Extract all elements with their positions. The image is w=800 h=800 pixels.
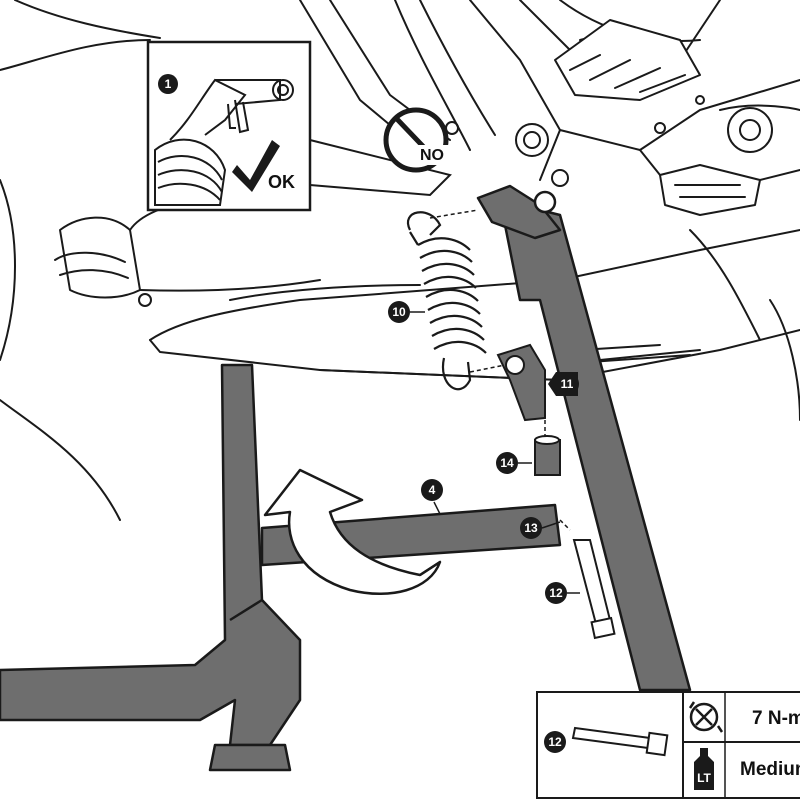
stand-right-leg [498,198,692,692]
callout-14: 14 [496,452,532,474]
svg-text:14: 14 [500,456,514,470]
threadlock-value: Medium [740,759,800,780]
spec-bolt-drawing [571,726,669,757]
svg-text:11: 11 [561,377,574,391]
inset-detail-box: OK [146,40,452,212]
motorcycle-frame-lineart [0,0,800,521]
svg-text:12: 12 [548,735,562,749]
ok-label: OK [268,172,295,192]
spacer-part [534,435,561,476]
no-sign-icon: NO [383,107,452,173]
spec-table: 12 7 N-m LT Medium [536,691,800,799]
return-spring [406,211,487,391]
callout-1: 1 [158,74,178,94]
svg-text:LT: LT [697,771,711,785]
no-label: NO [420,147,444,164]
spec-part-callout: 12 [544,731,566,753]
svg-text:4: 4 [429,483,436,497]
stand-left-leg [0,363,302,747]
bolt-part [572,539,616,640]
callout-4: 4 [421,479,443,515]
threadlock-bottle-icon: LT [694,748,714,790]
bracket-part [496,343,546,422]
callout-13: 13 [520,517,561,539]
svg-text:13: 13 [524,521,538,535]
callout-11: 11 [548,372,579,396]
checkmark-icon [232,140,280,192]
svg-text:10: 10 [392,305,406,319]
callout-10: 10 [388,301,425,323]
torque-wrench-icon [688,701,724,733]
rotation-arrow-icon [263,468,442,596]
svg-text:1: 1 [165,77,172,91]
svg-text:12: 12 [549,586,563,600]
callout-12: 12 [545,582,580,604]
torque-value: 7 N-m [752,708,800,729]
